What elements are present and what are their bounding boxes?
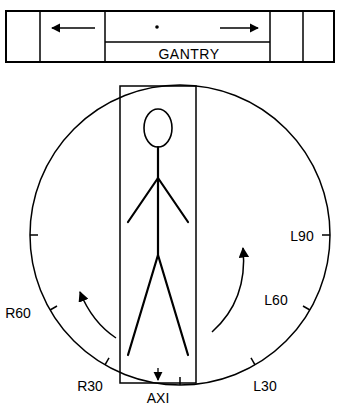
angle-tick bbox=[50, 306, 57, 310]
angle-label: R60 bbox=[5, 306, 31, 321]
angle-ticks bbox=[30, 235, 330, 385]
angle-tick bbox=[105, 358, 109, 365]
angle-label: R30 bbox=[77, 379, 103, 394]
angle-label: L90 bbox=[290, 229, 313, 244]
gantry-frame bbox=[40, 10, 303, 63]
angle-tick bbox=[179, 377, 181, 385]
gantry-box: GANTRY bbox=[5, 10, 335, 63]
patient-table bbox=[120, 86, 196, 383]
rotation-arrow bbox=[212, 248, 244, 332]
angle-tick bbox=[251, 358, 255, 365]
patient-figure bbox=[128, 109, 188, 355]
rotation-arrow bbox=[80, 292, 116, 338]
angle-label: L30 bbox=[253, 379, 276, 394]
angle-tick bbox=[322, 234, 330, 236]
rotation-circle bbox=[30, 85, 330, 385]
gantry-label: GANTRY bbox=[158, 46, 219, 62]
gantry-arrow bbox=[52, 27, 95, 28]
direction-arrow bbox=[157, 368, 158, 380]
angle-label: AXI bbox=[147, 391, 170, 406]
isocenter-dot bbox=[155, 25, 159, 29]
angle-label: L60 bbox=[264, 293, 287, 308]
angle-tick bbox=[303, 306, 310, 310]
angle-tick bbox=[30, 234, 38, 236]
gantry-arrow bbox=[220, 27, 258, 28]
